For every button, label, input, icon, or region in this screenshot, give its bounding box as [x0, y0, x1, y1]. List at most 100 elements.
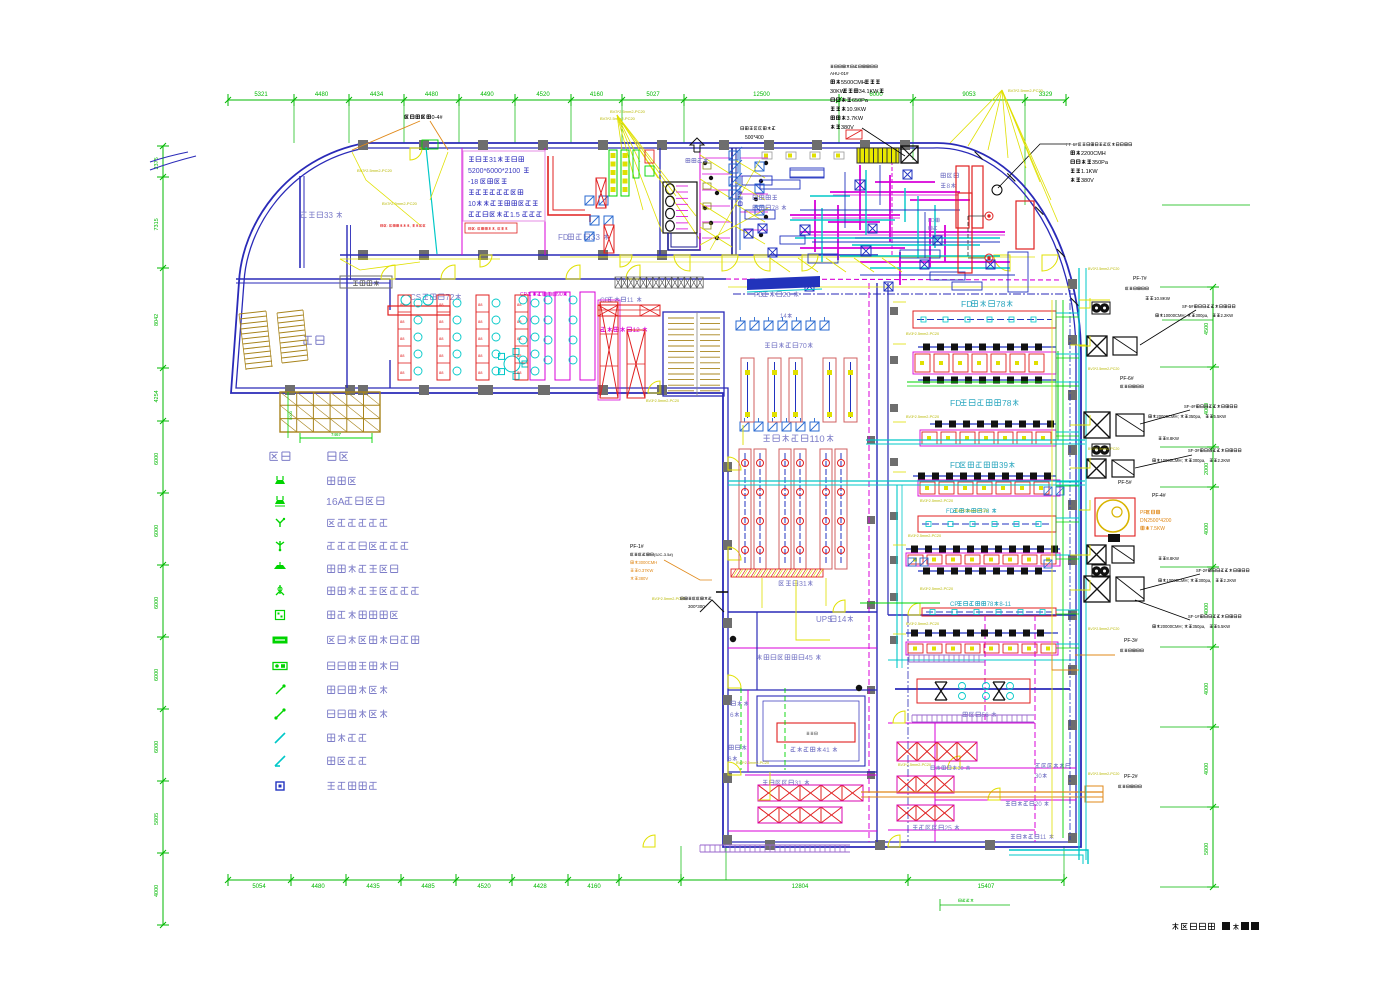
svg-text:25: 25 — [945, 825, 953, 832]
svg-text:78: 78 — [1002, 398, 1012, 408]
svg-text:5500CMH: 5500CMH — [841, 80, 866, 86]
svg-text:20: 20 — [783, 292, 791, 299]
svg-text:5000: 5000 — [288, 410, 293, 420]
svg-text:BV3*2.5mm2-PC20: BV3*2.5mm2-PC20 — [1008, 88, 1044, 93]
svg-text:15407: 15407 — [978, 884, 995, 890]
svg-text:300pa,: 300pa, — [1196, 313, 1209, 318]
svg-text:BV3*2.5mm2-PC20: BV3*2.5mm2-PC20 — [908, 534, 941, 538]
svg-text:BV3*2.5mm2-PC20: BV3*2.5mm2-PC20 — [898, 763, 931, 767]
svg-text:4000: 4000 — [1204, 403, 1210, 415]
svg-text:8-11: 8-11 — [999, 602, 1011, 608]
svg-text:4000: 4000 — [1204, 603, 1210, 615]
svg-text:SF-4#: SF-4# — [1184, 404, 1196, 409]
svg-text:300pa,: 300pa, — [1199, 578, 1212, 583]
svg-text:DN2500*4200: DN2500*4200 — [1140, 518, 1172, 524]
svg-text:2000: 2000 — [1204, 463, 1210, 475]
svg-text:PF-1#: PF-1# — [630, 544, 644, 550]
svg-text:4435: 4435 — [366, 884, 380, 890]
svg-text:4500: 4500 — [1204, 323, 1210, 335]
svg-text:BV3*2.5mm2-PC20: BV3*2.5mm2-PC20 — [906, 415, 939, 419]
svg-text:4480: 4480 — [425, 92, 439, 98]
svg-text:BV3*2.5mm2-PC20: BV3*2.5mm2-PC20 — [955, 509, 988, 513]
svg-text:(5JC-3.5#): (5JC-3.5#) — [654, 552, 674, 557]
svg-text:78: 78 — [983, 509, 990, 515]
svg-text:FD: FD — [558, 233, 569, 242]
svg-text:6: 6 — [728, 756, 732, 763]
svg-text:30: 30 — [1035, 774, 1042, 780]
svg-text:380V: 380V — [841, 125, 854, 131]
svg-text:8.8KW: 8.8KW — [1166, 556, 1179, 561]
svg-text:90: 90 — [557, 292, 563, 298]
svg-text:380V: 380V — [638, 576, 648, 581]
svg-text:380V: 380V — [1081, 178, 1094, 184]
svg-text:BV3*2.5mm2-PC20: BV3*2.5mm2-PC20 — [382, 201, 418, 206]
svg-text:4428: 4428 — [533, 884, 547, 890]
svg-text:300pa,: 300pa, — [1193, 458, 1206, 463]
svg-text:6000: 6000 — [154, 669, 160, 681]
svg-text:6000: 6000 — [154, 597, 160, 609]
svg-text:BV3*2.5mm2-PC20: BV3*2.5mm2-PC20 — [1088, 447, 1119, 451]
svg-text:FD: FD — [961, 299, 972, 309]
svg-text:1.5: 1.5 — [510, 212, 520, 219]
svg-text:4000: 4000 — [154, 885, 160, 897]
svg-text:88: 88 — [439, 302, 444, 307]
svg-text:FD: FD — [946, 509, 955, 515]
svg-text:4480: 4480 — [311, 884, 325, 890]
svg-text:BV3*2.5mm2-PC20: BV3*2.5mm2-PC20 — [906, 622, 939, 626]
svg-text:39: 39 — [999, 461, 1008, 470]
svg-text:88: 88 — [517, 353, 522, 358]
svg-text:5800: 5800 — [1204, 843, 1210, 855]
svg-text:4480: 4480 — [315, 92, 329, 98]
svg-text:4434: 4434 — [370, 92, 384, 98]
svg-text:FD: FD — [950, 461, 961, 470]
svg-text:PF-4#: PF-4# — [1152, 493, 1166, 499]
svg-text:78: 78 — [772, 205, 780, 212]
svg-text:350Pa: 350Pa — [1092, 160, 1109, 166]
svg-text:88: 88 — [478, 336, 483, 341]
svg-text:2375: 2375 — [154, 157, 160, 169]
svg-text:BV3*2.5mm2-PC20: BV3*2.5mm2-PC20 — [920, 499, 953, 503]
svg-text:0.37KW: 0.37KW — [638, 568, 653, 573]
svg-text:14: 14 — [780, 314, 787, 320]
svg-text:6000: 6000 — [869, 92, 883, 98]
svg-text:BV3*2.5mm2-PC20: BV3*2.5mm2-PC20 — [610, 109, 646, 114]
svg-text:PF-7#: PF-7# — [1133, 276, 1147, 282]
svg-text:88: 88 — [439, 336, 444, 341]
svg-text:88: 88 — [400, 319, 405, 324]
svg-text:650Pa: 650Pa — [852, 98, 869, 104]
svg-text:BV3*2.5mm2-PC20: BV3*2.5mm2-PC20 — [1088, 772, 1119, 776]
svg-text:3329: 3329 — [1039, 92, 1053, 98]
svg-text:88: 88 — [400, 370, 405, 375]
svg-text:16A: 16A — [326, 496, 345, 508]
svg-text:0-4#: 0-4# — [432, 115, 444, 121]
svg-text:4520: 4520 — [477, 884, 491, 890]
svg-text:78: 78 — [996, 299, 1006, 309]
svg-text:BV3*2.5mm2-PC20: BV3*2.5mm2-PC20 — [1088, 367, 1119, 371]
svg-text:SF-1#: SF-1# — [1188, 614, 1200, 619]
svg-text:10000CMH;: 10000CMH; — [1160, 458, 1182, 463]
svg-text:41: 41 — [823, 747, 831, 754]
svg-text:PF-3#: PF-3# — [1124, 638, 1138, 644]
svg-text:AHU-01#: AHU-01# — [830, 71, 849, 76]
svg-text:PF-6#: PF-6# — [1120, 376, 1134, 382]
svg-text:11: 11 — [627, 297, 634, 304]
svg-text:5.5KW: 5.5KW — [1214, 414, 1227, 419]
svg-text:,: , — [495, 227, 496, 231]
svg-text:4490: 4490 — [480, 92, 494, 98]
svg-text:88: 88 — [400, 336, 405, 341]
svg-text:5.5KW: 5.5KW — [1218, 624, 1231, 629]
svg-text:4160: 4160 — [590, 92, 604, 98]
svg-text:1.1KW: 1.1KW — [1081, 169, 1098, 175]
svg-text:300*300: 300*300 — [688, 604, 705, 609]
svg-text:88: 88 — [439, 353, 444, 358]
svg-text:SF-5#: SF-5# — [1182, 304, 1194, 309]
svg-text:BV3*2.5mm2-PC20: BV3*2.5mm2-PC20 — [1088, 627, 1119, 631]
svg-text:2.2KW: 2.2KW — [1224, 578, 1237, 583]
svg-text:500*400: 500*400 — [745, 135, 764, 141]
svg-text:BV3*2.5mm2-PC20: BV3*2.5mm2-PC20 — [1088, 267, 1119, 271]
svg-text:88: 88 — [439, 319, 444, 324]
svg-text:88: 88 — [439, 370, 444, 375]
svg-text:FD: FD — [928, 218, 935, 224]
svg-text:88: 88 — [517, 370, 522, 375]
svg-text:4254: 4254 — [154, 390, 160, 402]
